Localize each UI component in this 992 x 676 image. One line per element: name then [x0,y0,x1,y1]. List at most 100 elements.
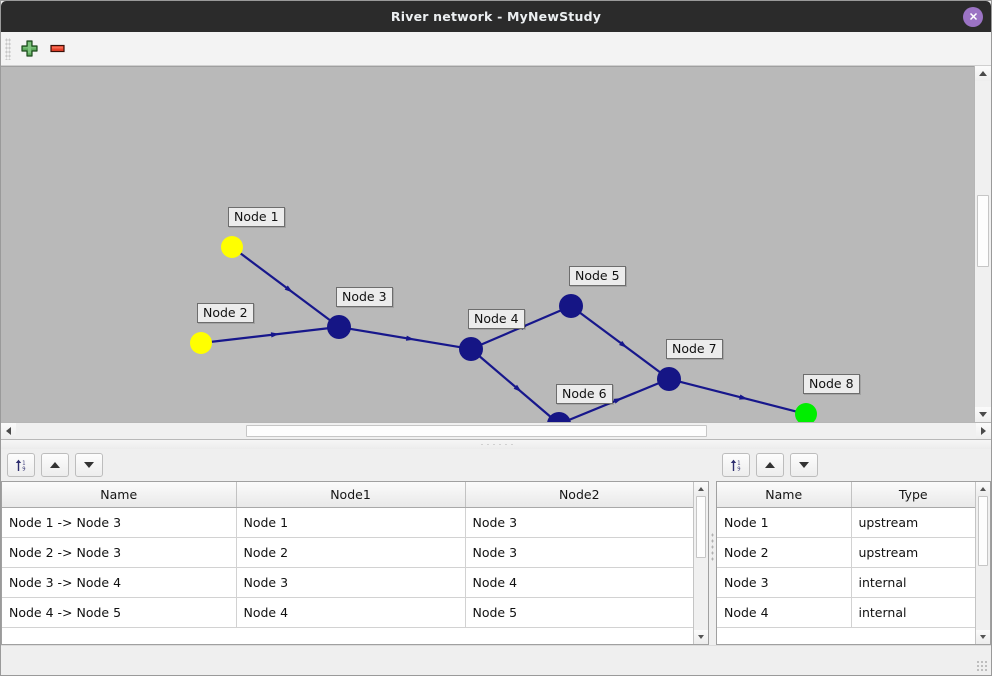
table-cell[interactable]: Node 3 [236,567,466,598]
graph-edge[interactable] [579,311,661,374]
svg-text:1: 1 [737,460,740,466]
reaches-move-up-button[interactable] [41,453,69,477]
resize-grip[interactable] [976,660,988,672]
reaches-move-down-button[interactable] [75,453,103,477]
nodes-scroll-up-button[interactable] [976,482,990,496]
graph-node-node-6[interactable] [547,412,571,422]
graph-edge[interactable] [679,380,797,413]
scroll-right-button[interactable] [976,423,991,439]
graph-node-label-node-3[interactable]: Node 3 [336,287,393,307]
graph-node-node-1[interactable] [221,236,243,258]
graph-node-label-node-7[interactable]: Node 7 [666,339,723,359]
column-header-name[interactable]: Name [2,482,237,508]
horizontal-splitter[interactable] [1,439,991,449]
nodes-scroll-down-button[interactable] [976,630,990,644]
column-header-type[interactable]: Type [851,482,975,508]
nodes-scroll-track[interactable] [976,496,990,630]
table-cell[interactable]: Node 4 [717,597,852,628]
graph-node-label-node-6[interactable]: Node 6 [556,384,613,404]
vertical-splitter[interactable] [709,449,716,645]
graph-vertical-scrollbar[interactable] [974,66,991,422]
nodes-table-scrollbar[interactable] [975,482,990,644]
nodes-toolbar: 1 9 [716,449,991,481]
add-node-button[interactable] [15,36,43,62]
nodes-scroll-thumb[interactable] [978,496,988,566]
table-cell[interactable]: Node 5 [465,597,693,628]
reaches-scroll-thumb[interactable] [696,496,706,558]
nodes-sort-button[interactable]: 1 9 [722,453,750,477]
reaches-sort-button[interactable]: 1 9 [7,453,35,477]
reaches-scroll-up-button[interactable] [694,482,708,496]
table-cell[interactable]: Node 4 [236,597,466,628]
table-cell[interactable]: internal [851,567,975,598]
table-cell[interactable]: Node 4 [465,567,693,598]
table-cell[interactable]: Node 2 [236,537,466,568]
edge-arrow-icon [619,340,628,349]
column-header-node1[interactable]: Node1 [236,482,466,508]
edge-arrow-icon [284,285,294,293]
splitter-grip-dots [479,443,513,446]
table-cell[interactable]: internal [851,597,975,628]
graph-hscroll-thumb[interactable] [246,425,708,437]
graph-edge[interactable] [349,327,461,349]
table-cell[interactable]: upstream [851,507,975,538]
graph-edge[interactable] [568,382,660,421]
scroll-down-button[interactable] [975,407,991,422]
graph-edge[interactable] [478,355,552,418]
status-bar [1,645,991,675]
graph-node-label-node-4[interactable]: Node 4 [468,309,525,329]
table-cell[interactable]: Node 1 [717,507,852,538]
graph-node-label-node-1[interactable]: Node 1 [228,207,285,227]
reaches-scroll-track[interactable] [694,496,708,630]
graph-node-node-5[interactable] [559,294,583,318]
graph-node-label-node-5[interactable]: Node 5 [569,266,626,286]
river-network-canvas[interactable]: Node 1 Node 2 Node 3 Node 4 Node 5 Node 6 Node… [1,66,974,422]
graph-vscroll-track[interactable] [975,81,991,407]
table-cell[interactable]: Node 3 [465,537,693,568]
remove-node-button[interactable] [43,36,71,62]
window-title: River network - MyNewStudy [390,9,602,24]
table-cell[interactable]: Node 3 -> Node 4 [2,567,237,598]
table-cell[interactable]: Node 2 [717,537,852,568]
column-header-name[interactable]: Name [717,482,852,508]
graph-node-label-node-2[interactable]: Node 2 [197,303,254,323]
graph-node-node-2[interactable] [190,332,212,354]
graph-hscroll-track[interactable] [16,423,976,439]
reaches-scroll-down-button[interactable] [694,630,708,644]
table-cell[interactable]: Node 3 [465,507,693,538]
graph-horizontal-scrollbar[interactable] [1,422,991,439]
graph-vscroll-thumb[interactable] [977,195,989,267]
graph-node-label-node-8[interactable]: Node 8 [803,374,860,394]
table-cell[interactable]: upstream [851,537,975,568]
scroll-left-button[interactable] [1,423,16,439]
table-cell[interactable]: Node 3 [717,567,852,598]
table-cell[interactable]: Node 1 -> Node 3 [2,507,237,538]
column-header-node2[interactable]: Node2 [465,482,693,508]
table-cell[interactable]: Node 4 -> Node 5 [2,597,237,628]
graph-node-node-3[interactable] [327,315,351,339]
table-cell[interactable]: Node 2 -> Node 3 [2,537,237,568]
graph-node-node-4[interactable] [459,337,483,361]
graph-node-node-7[interactable] [657,367,681,391]
reaches-table-scrollbar[interactable] [693,482,708,644]
graph-node-node-8[interactable] [795,403,817,422]
scroll-up-button[interactable] [975,66,991,81]
table-cell[interactable]: Node 1 [236,507,466,538]
nodes-move-down-button[interactable] [790,453,818,477]
close-button[interactable] [963,6,983,27]
graph-edge[interactable] [210,327,329,343]
toolbar-grip[interactable] [5,37,11,60]
nodes-move-up-button[interactable] [756,453,784,477]
graph-edge[interactable] [239,252,331,322]
